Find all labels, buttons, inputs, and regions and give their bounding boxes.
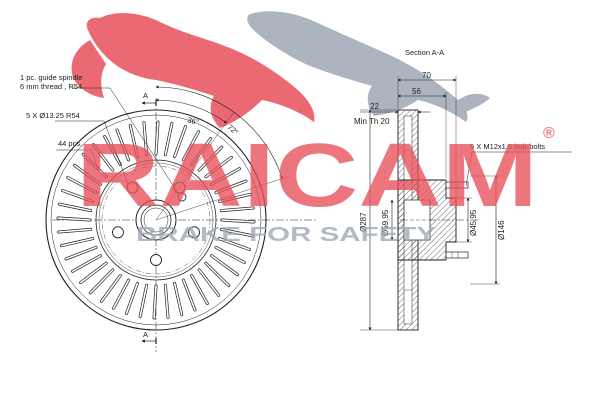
cooling-slot-inner [57,228,92,233]
cooling-slot-inner [153,285,157,319]
cooling-slot-inner [215,180,247,194]
cooling-slot-inner [182,279,196,311]
bolt-hole [188,226,200,239]
dim-pilot-diameter: Ø45.95 [469,209,478,236]
logo-text: RAICAM [76,126,538,226]
cooling-slot-inner [215,246,246,264]
cooling-slot-inner [100,274,122,303]
cooling-slot-inner [79,262,107,284]
cooling-slot-inner [61,189,94,203]
bolt-hole [150,254,162,266]
tagline: BRAKE FOR SAFETY [136,224,437,246]
cooling-slot-inner [218,237,251,251]
bolt-hole [126,181,139,194]
dim-disc-thickness: 22 [370,102,379,111]
registered-mark: ® [543,125,555,142]
guide-spindle-note-line1: 1 pc. guide spindle [20,73,83,82]
cooling-slot-inner [60,237,94,247]
guide-spindle-hole [177,192,187,202]
dim-bore-diameter: Ø59.95 [381,209,390,236]
cooling-slot-inner [58,203,92,212]
dim-disc-diameter: Ø287 [359,212,368,232]
cooling-slot-inner [129,124,139,158]
cooling-slot-inner [221,219,255,223]
cooling-slot-inner [173,282,183,316]
hub-bolts-note: 5 X M12x1.5 hub-bolts [470,142,545,151]
cooling-slot-inner [139,284,148,318]
cooling-slot-inner [220,207,255,212]
cooling-slot-inner [112,279,130,310]
cooling-slot-inner [205,262,230,287]
guide-spindle-note-line2: 6 mm thread , R54 [20,82,82,91]
cooling-slot-inner [220,228,254,237]
cooling-slot-inner [125,282,139,315]
cooling-slot-inner [71,254,102,273]
cooling-slot-inner [190,274,209,305]
bolt-holes-note: 5 X Ø13.25 R54 [26,111,80,120]
cooling-slot-inner [116,129,130,161]
cooling-slot-inner [73,164,102,186]
cooling-slot-inner [89,269,114,294]
hub-bolt-lower [445,251,469,259]
cooling-slot-inner [143,121,148,156]
dim-hub-diameter: Ø146 [497,220,506,240]
dim-hub-height: 56 [412,87,421,96]
cooling-slot-inner [164,284,169,319]
hub-bolt-upper [445,181,469,189]
cooling-slot-inner [103,135,122,166]
cooling-slot-inner [82,153,107,178]
bolt-holes [112,181,200,266]
cooling-slot-inner [92,143,114,171]
cooling-slot-inner [66,176,97,194]
dim-overall-height: 70 [422,71,431,80]
angle-36-label: 36° [186,115,199,127]
cooling-slots-note: 44 pcs. [58,139,82,148]
disc-front-view: 36° 72° A A 1 pc. guide spindle 6 mm thr… [20,73,318,352]
cooling-slot-inner [57,217,91,221]
dim-min-thickness: Min Th 20 [354,117,390,126]
cooling-slot-inner [198,269,220,297]
section-title: Section A-A [405,48,444,57]
section-mark-bottom: A [143,330,148,339]
cooling-slot-inner [65,246,97,260]
bolt-hole [112,226,124,239]
section-mark-top: A [143,91,148,100]
raicam-watermark: RAICAM ® BRAKE FOR SAFETY [76,125,555,246]
panther-logo-icon [71,11,490,128]
cooling-slot-inner [210,254,239,276]
cooling-slot-inner [218,193,252,203]
disc-section-view: Section A-A 70 [354,48,572,331]
